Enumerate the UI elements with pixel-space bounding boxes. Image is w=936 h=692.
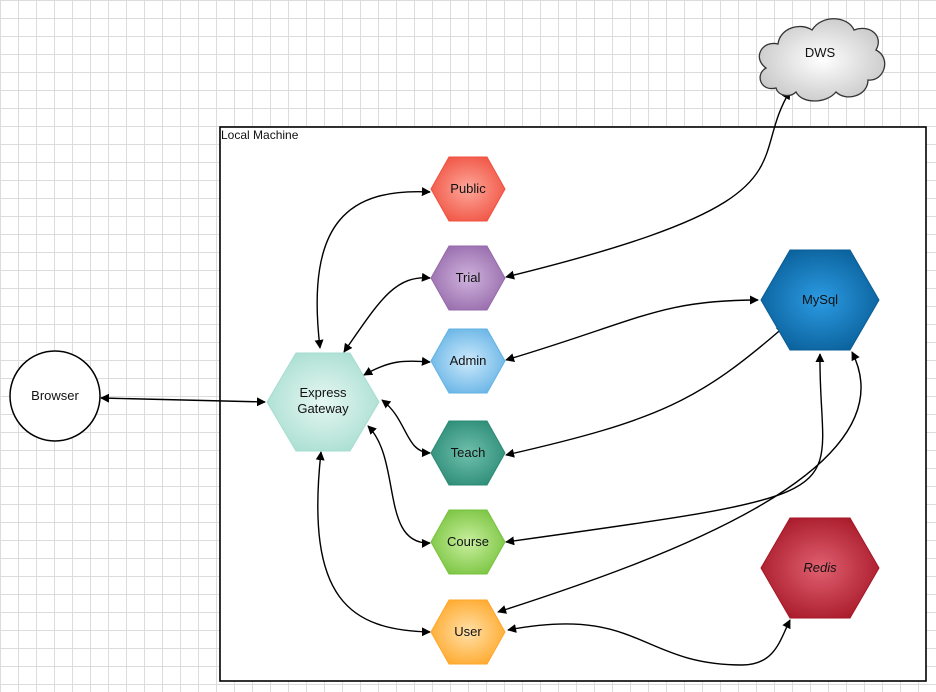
edge-trial-dws [505, 90, 791, 280]
express-gateway-node: Express Gateway [266, 352, 380, 452]
trial-node: Trial [430, 245, 506, 311]
dws-label: DWS [805, 45, 836, 60]
edges [100, 90, 862, 666]
user-node: User [430, 599, 506, 665]
public-node: Public [430, 156, 506, 222]
teach-node: Teach [430, 420, 506, 486]
public-label: Public [450, 181, 486, 196]
admin-label: Admin [450, 353, 487, 368]
redis-node: Redis [760, 517, 880, 619]
edge-gateway-user [315, 451, 431, 637]
gateway-label-line1: Express [300, 385, 347, 400]
edge-browser-gateway [100, 393, 266, 407]
course-node: Course [430, 509, 506, 575]
edge-gateway-admin [363, 356, 431, 376]
mysql-node: MySql [760, 249, 880, 351]
edge-gateway-trial [343, 272, 431, 353]
dws-cloud-node: DWS [758, 18, 886, 102]
trial-label: Trial [456, 270, 481, 285]
mysql-label: MySql [802, 292, 838, 307]
redis-label: Redis [803, 560, 837, 575]
edge-user-mysql [497, 351, 862, 614]
course-label: Course [447, 534, 489, 549]
edge-gateway-public [314, 187, 431, 349]
edge-user-redis [507, 619, 791, 666]
admin-node: Admin [430, 328, 506, 394]
local-machine-label: Local Machine [221, 128, 299, 142]
teach-label: Teach [451, 445, 486, 460]
user-label: User [454, 624, 482, 639]
browser-node: Browser [9, 350, 101, 442]
gateway-label-line2: Gateway [297, 401, 349, 416]
browser-label: Browser [31, 388, 79, 403]
